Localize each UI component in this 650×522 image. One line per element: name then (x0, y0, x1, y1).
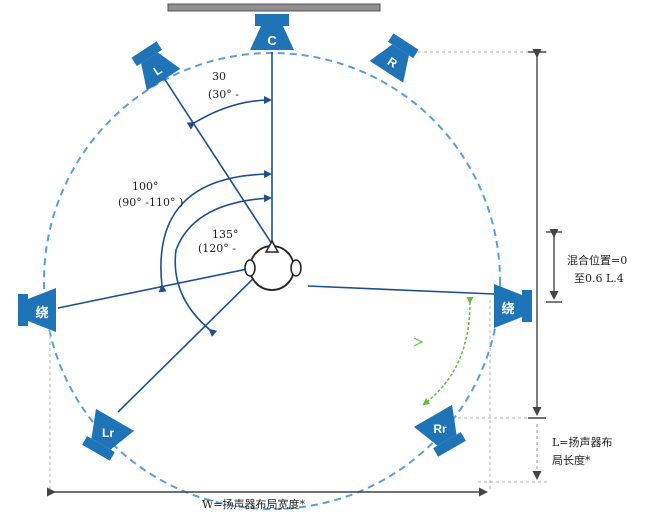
length-dimension (528, 49, 546, 419)
angle-100-range: (90° -110° ) (118, 196, 183, 209)
line-side-left (57, 265, 263, 309)
mix-range-arc (422, 296, 474, 406)
angle-135-range: (120° - (198, 242, 236, 255)
green-tick-mark (413, 337, 424, 347)
speaker-rear-right: Rr (413, 404, 466, 457)
length-label-line2: 局长度* (552, 453, 591, 467)
speaker-center: C (250, 14, 294, 50)
angle-100-value: 100° (132, 180, 159, 193)
speaker-center-label: C (267, 33, 277, 48)
width-label: W=扬声器布局宽度* (202, 497, 306, 511)
speaker-lines (57, 52, 495, 413)
angle-arcs (158, 96, 272, 337)
mix-position-line2: 至0.6 L.4 (574, 272, 624, 285)
line-side-right (307, 285, 495, 295)
speaker-rear-left-label: Lr (102, 426, 114, 440)
mix-position-line1: 混合位置=0 (567, 253, 627, 267)
mix-position-dimension (546, 229, 562, 303)
length-label-line1: L=扬声器布 (552, 435, 613, 449)
angle-30-range: (30° - (208, 88, 239, 101)
angle-30-value: 30 (212, 70, 226, 83)
speaker-front-left: L (131, 41, 181, 91)
listener-head (244, 239, 302, 291)
speaker-side-left-label: 绕 (35, 305, 48, 320)
arc-135 (174, 194, 272, 337)
speaker-rear-right-label: Rr (433, 422, 447, 436)
speaker-rear-left: Lr (82, 408, 135, 461)
arc-100 (158, 170, 272, 293)
screen-bar (167, 3, 381, 12)
arc-30 (186, 96, 272, 130)
speaker-side-right: 绕 (494, 284, 532, 328)
speaker-front-right: R (369, 33, 419, 83)
angle-135-value: 135° (212, 228, 239, 241)
speaker-side-left: 绕 (18, 288, 56, 332)
speaker-side-right-label: 绕 (501, 301, 514, 316)
